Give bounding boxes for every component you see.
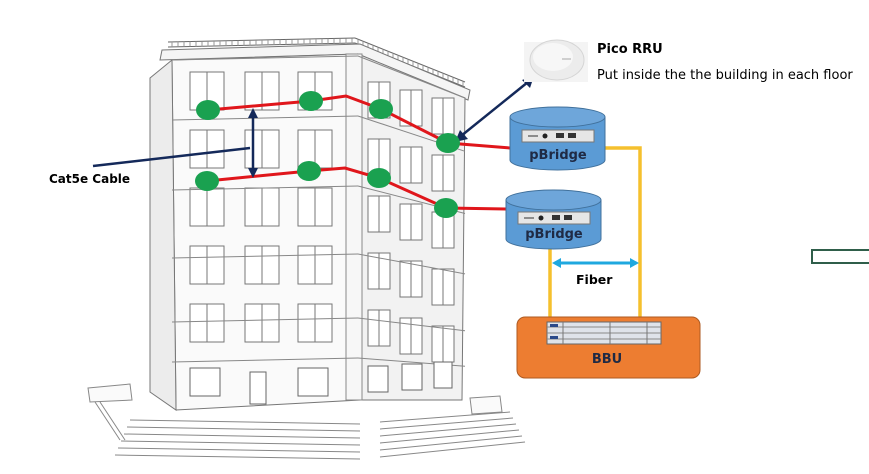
rack-device-icon <box>521 129 595 143</box>
pbridge-lower-label: pBridge <box>525 227 583 242</box>
building-illustration <box>87 37 526 460</box>
pico-rru-node[interactable] <box>195 171 219 191</box>
building-cornice <box>159 43 471 101</box>
pico-rru-node[interactable] <box>436 133 460 153</box>
pico-rru-nodes <box>195 91 460 218</box>
fiber-cabling <box>548 146 642 320</box>
pbridge-upper-label: pBridge <box>529 148 587 163</box>
pico-rru-device-icon <box>524 39 588 82</box>
partial-box-shape <box>811 249 869 264</box>
pico-rru-node[interactable] <box>369 99 393 119</box>
fiber-line-upper-pbridge <box>605 146 642 320</box>
pico-rru-node[interactable] <box>367 168 391 188</box>
bbu-chassis-icon <box>546 321 662 345</box>
bbu-unit[interactable] <box>516 316 701 379</box>
cat5e-cable-label: Cat5e Cable <box>49 172 131 186</box>
pbridge-upper[interactable] <box>509 106 606 171</box>
fiber-label: Fiber <box>576 272 613 287</box>
entrance-stairs <box>114 411 526 460</box>
side-stairs <box>87 383 503 441</box>
rack-device-icon <box>517 211 591 225</box>
pico-rru-title: Pico RRU <box>597 42 663 57</box>
fiber-span-arrow <box>552 258 639 268</box>
building-corner-pillar <box>345 53 363 401</box>
pico-rru-node[interactable] <box>434 198 458 218</box>
pbridge-lower[interactable] <box>505 189 602 250</box>
cat5e-pointer <box>92 108 258 178</box>
building-left-wing <box>149 58 177 411</box>
pico-rru-node[interactable] <box>196 100 220 120</box>
ground-floor <box>189 361 453 405</box>
bbu-label: BBU <box>591 352 623 367</box>
pico-rru-node[interactable] <box>297 161 321 181</box>
pico-rru-node[interactable] <box>299 91 323 111</box>
pico-rru-description: Put inside the the building in each floo… <box>597 68 853 83</box>
